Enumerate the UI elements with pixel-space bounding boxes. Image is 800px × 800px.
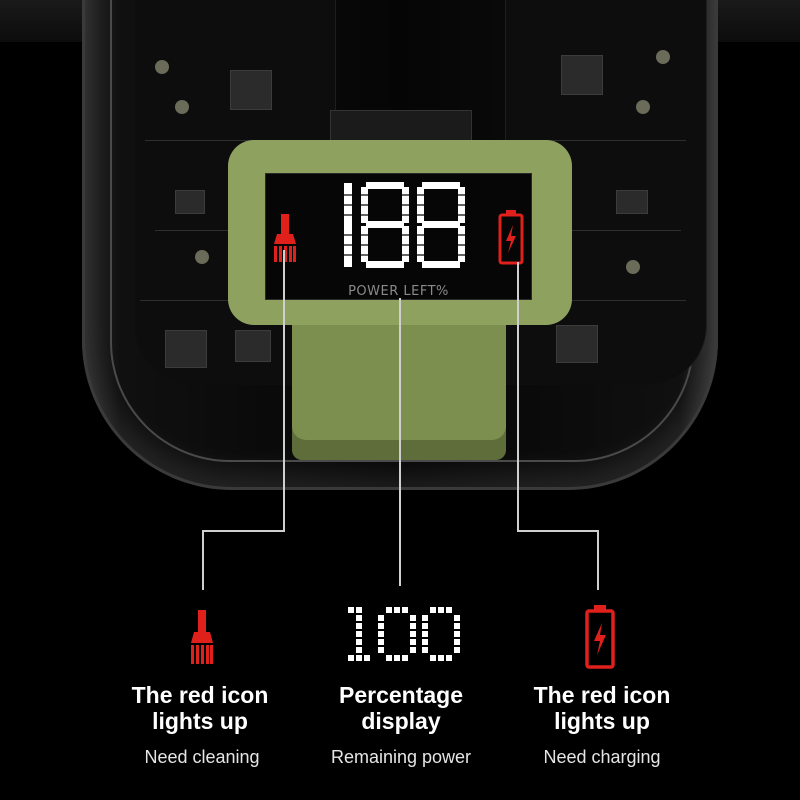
pointer-line-right-v1	[517, 262, 519, 532]
battery-charging-icon	[585, 605, 615, 669]
trace	[526, 140, 686, 141]
pointer-line-left-v1	[283, 250, 285, 532]
chip	[165, 330, 207, 368]
legend-left-subtitle: Need cleaning	[144, 747, 260, 767]
title-line: lights up	[152, 708, 248, 734]
title-line: Percentage	[338, 682, 463, 708]
chip	[616, 190, 648, 214]
solder-pad	[195, 250, 209, 264]
chip	[235, 330, 271, 362]
chip	[175, 190, 205, 214]
pointer-line-right-v2	[597, 530, 599, 590]
trace	[140, 300, 310, 301]
dot-matrix-digits	[348, 607, 460, 661]
title-line: The red icon	[131, 682, 269, 708]
trace	[516, 300, 686, 301]
pointer-line-left-v2	[202, 530, 204, 590]
device-photo: POWER LEFT%	[0, 0, 800, 490]
solder-pad	[175, 100, 189, 114]
legend-center-subtitle: Remaining power	[330, 747, 472, 767]
lcd-screen: POWER LEFT%	[265, 173, 532, 300]
solder-pad	[656, 50, 670, 64]
legend-right-subtitle: Need charging	[543, 747, 661, 767]
pointer-line-center	[399, 298, 401, 586]
solder-pad	[626, 260, 640, 274]
power-left-label: POWER LEFT%	[348, 284, 449, 299]
legend-right-title: The red icon lights up	[502, 682, 702, 734]
pointer-line-right-h	[517, 530, 599, 532]
chip	[561, 55, 603, 95]
seven-segment-digits	[330, 182, 470, 268]
title-line: display	[361, 708, 441, 734]
solder-pad	[636, 100, 650, 114]
center-digits-value: 100	[340, 605, 462, 665]
pointer-line-left-h	[202, 530, 285, 532]
brush-icon	[191, 610, 213, 664]
lcd-digits-value: 188	[329, 180, 469, 270]
battery-charging-icon	[498, 210, 524, 265]
title-line: The red icon	[533, 682, 671, 708]
title-line: lights up	[554, 708, 650, 734]
legend-center-title: Percentage display	[301, 682, 501, 734]
lcd-digits	[330, 180, 470, 270]
chip	[230, 70, 272, 110]
legend-left-title: The red icon lights up	[100, 682, 300, 734]
chip	[556, 325, 598, 363]
brush-icon	[274, 214, 296, 262]
trace	[145, 140, 305, 141]
solder-pad	[155, 60, 169, 74]
trace	[531, 230, 681, 231]
top-connector	[330, 110, 472, 142]
